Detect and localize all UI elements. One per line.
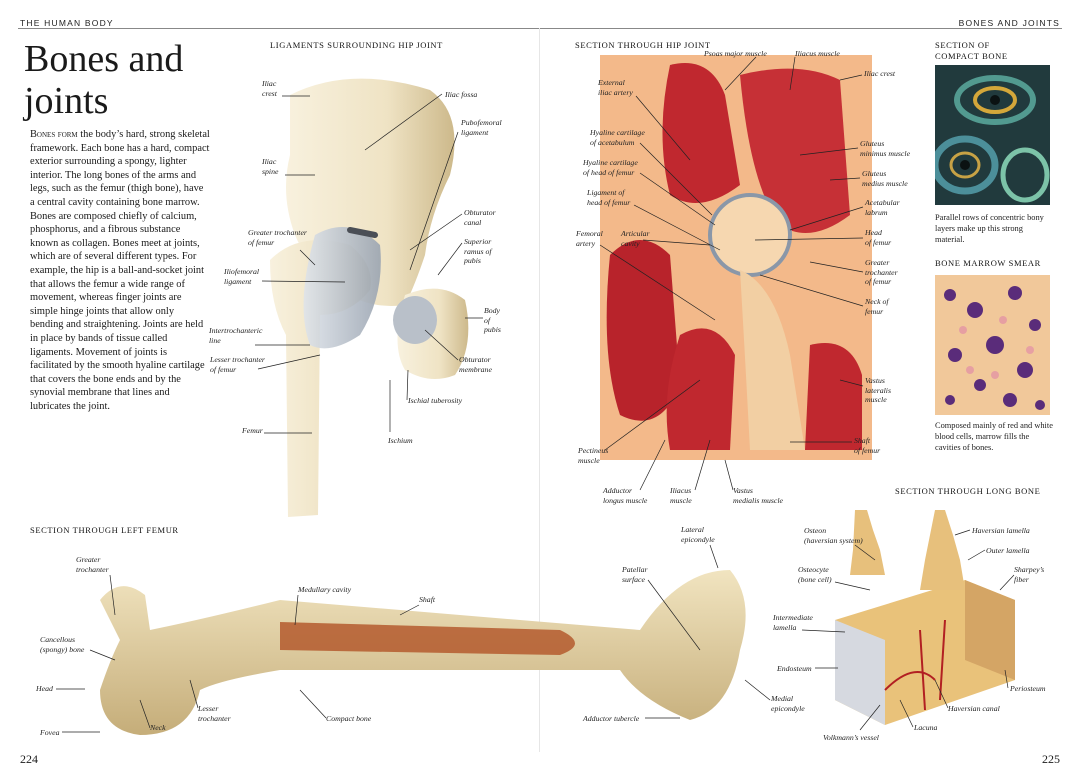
label-medial-epicondyle: Medial epicondyle: [771, 694, 805, 713]
long-bone-section-illustration: [835, 510, 1015, 725]
label-head: Head: [36, 684, 53, 693]
page-gutter: [539, 28, 540, 752]
label-ischial-tuberosity: Ischial tuberosity: [408, 396, 463, 405]
label-lesser-trochanter-femur: Lesser trochanter of femur: [210, 355, 265, 374]
label-ischium: Ischium: [388, 436, 413, 445]
label-external-iliac-artery: External iliac artery: [598, 78, 633, 97]
label-fovea: Fovea: [40, 728, 60, 737]
label-shaft-of-femur: Shaft of femur: [854, 436, 881, 455]
label-volkmanns-vessel: Volkmann’s vessel: [823, 733, 879, 742]
hip-ligaments-illustration: [270, 78, 469, 517]
label-adductor-longus: Adductor longus muscle: [603, 486, 648, 505]
femur-section-illustration: [100, 570, 746, 735]
label-shaft: Shaft: [419, 595, 436, 604]
label-compact-bone: Compact bone: [326, 714, 372, 723]
compact-bone-caption: Parallel rows of concentric bony layers …: [935, 213, 1044, 244]
label-body-of-pubis: Body of pubis: [484, 306, 501, 335]
label-medullary-cavity: Medullary cavity: [298, 585, 352, 594]
label-ligament-head-femur: Ligament of head of femur: [587, 188, 631, 207]
label-osteon: Osteon (haversian system): [804, 526, 863, 545]
label-gluteus-minimus: Gluteus minimus muscle: [860, 139, 911, 158]
label-hip-greater-trochanter: Greater trochanter of femur: [865, 258, 898, 287]
label-acetabular-labrum: Acetabular labrum: [865, 198, 900, 217]
label-greater-trochanter-femur: Greater trochanter of femur: [248, 228, 307, 247]
label-adductor-tubercle: Adductor tubercle: [583, 714, 640, 723]
label-haversian-lamella: Haversian lamella: [972, 526, 1030, 535]
label-femoral-artery: Femoral artery: [576, 229, 603, 248]
label-intermediate-lamella: Intermediate lamella: [773, 613, 813, 632]
label-outer-lamella: Outer lamella: [986, 546, 1030, 555]
page-number-left: 224: [20, 752, 38, 766]
label-articular-cavity: Articular cavity: [621, 229, 650, 248]
label-femur-greater-trochanter: Greater trochanter: [76, 555, 109, 574]
label-patellar-surface: Patellar surface: [622, 565, 648, 584]
label-hip-iliac-crest: Iliac crest: [864, 69, 896, 78]
hip-ligaments-heading: LIGAMENTS SURROUNDING HIP JOINT: [270, 40, 443, 50]
label-hyaline-head-femur: Hyaline cartilage of head of femur: [583, 158, 638, 177]
label-obturator-canal: Obturator canal: [464, 208, 496, 227]
label-pubofemoral-ligament: Pubofemoral ligament: [461, 118, 502, 137]
label-psoas-major: Psoas major muscle: [704, 49, 767, 58]
running-head-right: BONES AND JOINTS: [958, 18, 1060, 28]
label-vastus-lateralis: Vastus lateralis muscle: [865, 376, 891, 405]
hip-section-heading: SECTION THROUGH HIP JOINT: [575, 40, 711, 50]
label-obturator-membrane: Obturator membrane: [459, 355, 492, 374]
label-sharpeys-fiber: Sharpey’s fiber: [1014, 565, 1045, 584]
label-intertrochanteric-line: Intertrochanteric line: [209, 326, 263, 345]
compact-bone-heading: SECTION OF COMPACT BONE: [935, 40, 1008, 61]
label-lacuna: Lacuna: [914, 723, 938, 732]
label-gluteus-medius: Gluteus medius muscle: [862, 169, 908, 188]
page-number-right: 225: [1042, 752, 1060, 766]
label-superior-ramus-pubis: Superior ramus of pubis: [464, 237, 492, 266]
label-osteocyte: Osteocyte (bone cell): [798, 565, 832, 584]
header-rule: [18, 28, 1062, 29]
running-head-left: THE HUMAN BODY: [20, 18, 114, 28]
label-iliofemoral-ligament: Iliofemoral ligament: [224, 267, 260, 286]
label-iliacus-muscle: Iliacus muscle: [795, 49, 840, 58]
page-title: Bones and joints: [24, 38, 184, 122]
intro-paragraph: Bones form the body’s hard, strong skele…: [30, 128, 210, 413]
label-cancellous-bone: Cancellous (spongy) bone: [40, 635, 85, 654]
label-neck: Neck: [150, 723, 166, 732]
label-endosteum: Endosteum: [777, 664, 812, 673]
intro-text: the body’s hard, strong skeletal framewo…: [30, 129, 210, 412]
compact-bone-photo: [935, 65, 1050, 205]
intro-lead: Bones form: [30, 129, 78, 140]
bone-marrow-photo: [935, 275, 1050, 415]
label-pectineus-muscle: Pectineus muscle: [578, 446, 609, 465]
label-iliac-spine: Iliac spine: [262, 157, 279, 176]
label-hyaline-acetabulum: Hyaline cartilage of acetabulum: [590, 128, 645, 147]
marrow-heading: BONE MARROW SMEAR: [935, 258, 1041, 268]
label-lesser-trochanter: Lesser trochanter: [198, 704, 231, 723]
label-iliacus-bottom: Iliacus muscle: [670, 486, 692, 505]
label-periosteum: Periosteum: [1010, 684, 1046, 693]
hip-section-illustration: [600, 55, 872, 460]
marrow-caption: Composed mainly of red and white blood c…: [935, 421, 1053, 452]
label-vastus-medialis: Vastus medialis muscle: [733, 486, 784, 505]
label-iliac-fossa: Iliac fossa: [445, 90, 478, 99]
label-haversian-canal: Haversian canal: [948, 704, 1000, 713]
long-bone-heading: SECTION THROUGH LONG BONE: [895, 486, 1041, 496]
femur-section-heading: SECTION THROUGH LEFT FEMUR: [30, 525, 179, 535]
label-femur: Femur: [242, 426, 263, 435]
label-iliac-crest: Iliac crest: [262, 79, 277, 98]
label-lateral-epicondyle: Lateral epicondyle: [681, 525, 715, 544]
label-head-of-femur: Head of femur: [865, 228, 892, 247]
label-neck-of-femur: Neck of femur: [865, 297, 889, 316]
